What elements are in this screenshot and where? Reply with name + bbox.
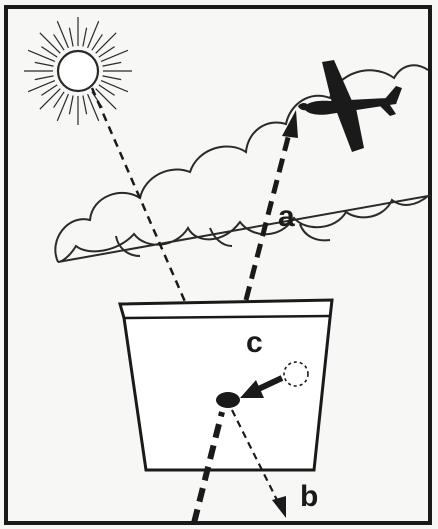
sun-ray <box>35 62 54 66</box>
sun-ray <box>96 33 117 54</box>
sun-ray <box>103 76 122 80</box>
sun-ray <box>69 28 73 47</box>
sun-ray <box>88 21 99 48</box>
label-a: a <box>278 200 295 233</box>
cloud-icon <box>55 65 428 262</box>
sun-ray <box>28 50 55 61</box>
sun-ray <box>57 94 68 121</box>
sun-ray <box>83 96 87 115</box>
sun-ray <box>101 50 128 61</box>
sun-ray <box>83 28 87 47</box>
particle-icon <box>216 392 240 408</box>
sun-ray <box>28 81 55 92</box>
label-c: c <box>246 326 263 359</box>
sun-ray <box>103 62 122 66</box>
sun-ray <box>40 33 61 54</box>
sun-ray <box>69 96 73 115</box>
sun-ray <box>35 76 54 80</box>
sun-ray <box>88 94 99 121</box>
sun-icon <box>24 17 132 125</box>
sun-ray <box>57 21 68 48</box>
label-b: b <box>300 480 318 513</box>
sun-ray <box>101 81 128 92</box>
sun-ray <box>40 89 61 110</box>
